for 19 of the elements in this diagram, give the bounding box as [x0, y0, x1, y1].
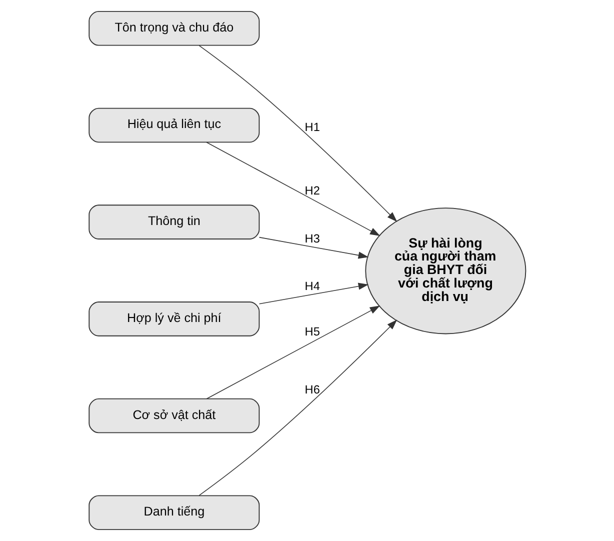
edge-label: H4 [304, 278, 320, 293]
arrow [198, 45, 397, 222]
node-box: Danh tiếng [88, 495, 260, 530]
node-box: Hợp lý về chi phí [88, 302, 260, 336]
arrow [206, 142, 380, 236]
arrow [258, 236, 368, 259]
edge-label: H5 [304, 324, 320, 338]
node-box: Thông tin [88, 204, 260, 240]
node-box: Hiệu quả liên tục [88, 108, 260, 143]
node-box: Cơ sở vật chất [88, 398, 260, 434]
edge-label: H2 [304, 184, 320, 198]
node-ellipse: Sự hài lòng của người tham gia BHYT đối với chất lượng dịch vụ [364, 208, 526, 334]
arrow [206, 306, 380, 400]
edge-label: H6 [304, 382, 320, 397]
arrow [258, 282, 368, 304]
node-box: Tôn trọng và chu đáo [88, 11, 260, 46]
arrow [198, 320, 397, 496]
edge-label: H1 [304, 120, 320, 134]
edge-label: H3 [304, 232, 320, 246]
